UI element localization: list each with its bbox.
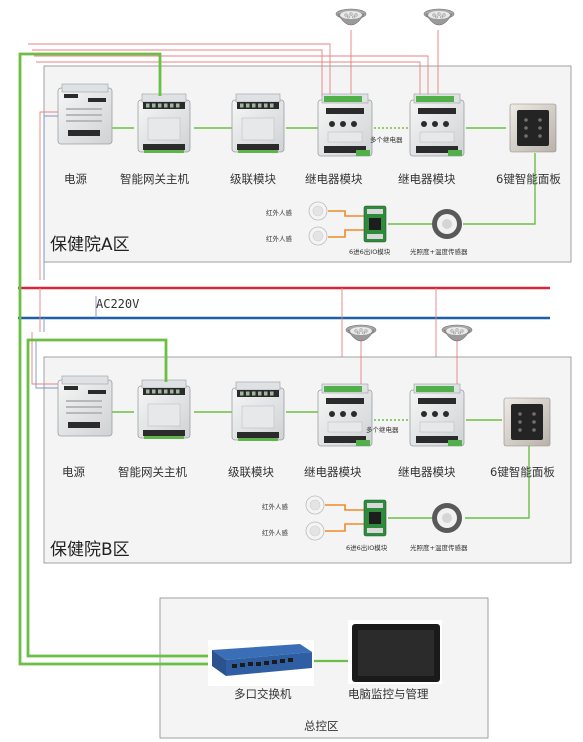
zone-a-relay-module-1	[317, 93, 373, 157]
zone-a-label-cascade: 级联模块	[230, 172, 276, 186]
zone-b-relay-module-2	[409, 383, 465, 447]
zone-a-pir-2	[308, 226, 328, 246]
zone-a-downlight-2	[423, 8, 455, 26]
zone-b-label-relay-2: 继电器模块	[398, 465, 456, 479]
zone-a-downlight-1	[335, 8, 367, 26]
zone-a-light-sensor	[432, 209, 462, 239]
zone-a-power-module	[57, 83, 113, 145]
zone-a-label-pir-1: 红外人感	[266, 208, 293, 217]
zone-b-label-cascade: 级联模块	[228, 465, 274, 479]
zone-a-label-pir-2: 红外人感	[266, 234, 293, 243]
zone-a-label-light-sensor: 光照度+温度传感器	[410, 247, 468, 256]
zone-b-downlight-2	[441, 324, 473, 342]
zone-a-cascade-module	[231, 93, 285, 154]
zone-b-label-power: 电源	[62, 465, 85, 479]
zone-b-label-panel: 6键智能面板	[490, 465, 555, 479]
zone-b-label-pir-1: 红外人感	[262, 502, 289, 511]
control-label-switch: 多口交换机	[234, 687, 292, 701]
zone-b-downlight-1	[345, 324, 377, 342]
zone-b-pir-1	[305, 495, 325, 515]
zone-b-gateway-module	[137, 379, 191, 440]
zone-b-title: 保健院B区	[50, 540, 130, 560]
zone-a-label-multi-relay: 多个继电器	[370, 135, 403, 144]
zone-a-gateway-module	[137, 93, 191, 154]
zone-b-label-gateway: 智能网关主机	[118, 465, 187, 479]
zone-b-io-module	[363, 499, 387, 537]
zone-a-label-power: 电源	[64, 172, 87, 186]
zone-b-light-sensor	[432, 503, 462, 533]
network-switch	[208, 640, 314, 686]
zone-b-label-light-sensor: 光照度+温度传感器	[410, 543, 468, 552]
zone-b-pir-2	[305, 521, 325, 541]
zone-b-label-multi-relay: 多个继电器	[366, 425, 399, 434]
ac-label: AC220V	[96, 297, 139, 311]
control-monitor	[348, 620, 442, 684]
zone-a-relay-module-2	[409, 93, 465, 157]
zone-a-pir-1	[308, 201, 328, 221]
zone-a-io-module	[363, 205, 387, 243]
zone-a-network-line	[18, 52, 208, 666]
zone-a-label-io-module: 6进6出IO模块	[349, 247, 391, 256]
zone-a-smart-panel	[509, 103, 557, 153]
zone-b-label-pir-2: 红外人感	[262, 528, 289, 537]
zone-a-title: 保健院A区	[50, 235, 130, 255]
zone-b-relay-module-1	[317, 383, 373, 447]
control-label-monitor: 电脑监控与管理	[348, 687, 429, 701]
zone-b-label-io-module: 6进6出IO模块	[346, 543, 388, 552]
zone-b-smart-panel	[503, 397, 551, 447]
zone-b-power-module	[57, 375, 113, 437]
zone-b-label-relay-1: 继电器模块	[304, 465, 362, 479]
zone-a-frame	[43, 65, 572, 263]
control-zone-title: 总控区	[304, 719, 339, 733]
zone-b-cascade-module	[231, 381, 285, 442]
zone-a-label-relay-1: 继电器模块	[305, 172, 363, 186]
zone-a-label-gateway: 智能网关主机	[120, 172, 189, 186]
zone-a-label-panel: 6键智能面板	[496, 172, 561, 186]
zone-b-network-line	[26, 338, 208, 658]
zone-a-label-relay-2: 继电器模块	[398, 172, 456, 186]
